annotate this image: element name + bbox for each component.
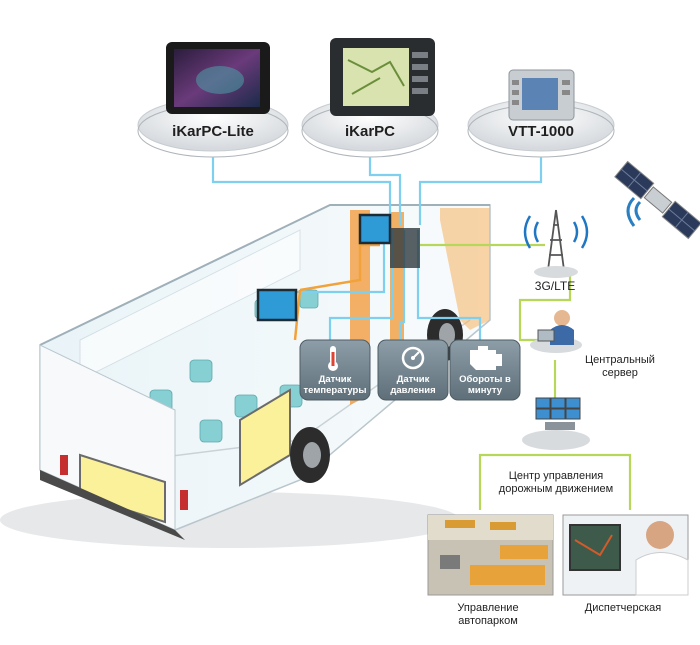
device-label-ikarpc: iKarPC: [344, 123, 396, 140]
device-label-ikarpc-lite: iKarPC-Lite: [172, 123, 254, 140]
dispatch-label: Диспетчерская: [584, 602, 662, 614]
sensor-label-pressure: Датчик давления: [390, 374, 436, 396]
device-label-vtt-1000: VTT-1000: [508, 123, 574, 140]
vehicle-terminal-icon: [508, 69, 575, 121]
bus-illustration: [0, 204, 491, 548]
server-label: Центральный сервер: [585, 354, 655, 379]
bus-link-lines: [211, 157, 543, 345]
sensor-panels: [299, 339, 521, 401]
dispatch-photo: [562, 514, 689, 596]
orange-link-line-2: [293, 289, 302, 341]
onboard-monitor-front: [358, 213, 420, 268]
onboard-monitor-rear: [256, 288, 298, 322]
orange-link-line: [299, 243, 380, 292]
engine-icon: [470, 346, 502, 370]
tablet-icon: [166, 42, 270, 114]
satellite-icon: [614, 160, 700, 240]
sensor-label-rpm: Обороты в минуту: [459, 374, 511, 396]
network-link-lines: [420, 243, 632, 510]
tower-label: 3G/LTE: [534, 279, 576, 293]
satellite-signal: [634, 200, 642, 221]
rugged-tablet-icon: [330, 38, 435, 116]
satellite-signal-outer: [626, 196, 636, 227]
sensor-label-temperature: Датчик температуры: [303, 374, 367, 396]
fleet-label: Управление автопарком: [457, 602, 519, 627]
traffic-center-icon: [522, 397, 590, 450]
thermometer-icon: [328, 346, 338, 371]
traffic-center-label: Центр управления дорожным движением: [498, 470, 614, 495]
cell-tower-icon: [523, 209, 589, 278]
server-operator-icon: [530, 310, 582, 353]
fleet-photo: [427, 514, 554, 596]
pressure-gauge-icon: [401, 346, 425, 370]
